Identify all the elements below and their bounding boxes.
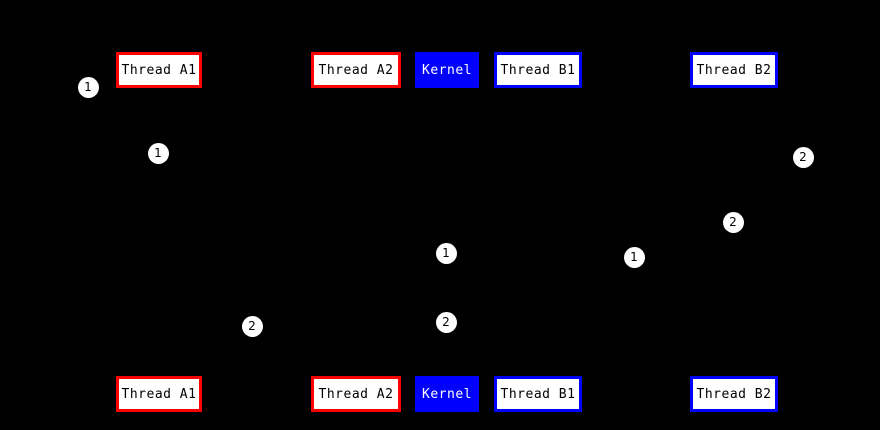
participant-label-thread-b2-top: Thread B2 bbox=[696, 62, 772, 78]
participant-label-thread-b2-bottom: Thread B2 bbox=[696, 386, 772, 402]
participant-label-kernel-top: Kernel bbox=[422, 62, 472, 78]
participant-box-thread-b1-bottom[interactable]: Thread B1 bbox=[494, 376, 582, 412]
step-marker-label: 1 bbox=[84, 80, 92, 94]
participant-box-kernel-top[interactable]: Kernel bbox=[415, 52, 479, 88]
step-marker-5[interactable]: 2 bbox=[435, 311, 457, 333]
lifeline-line-kernel bbox=[447, 88, 448, 376]
participant-label-thread-a1-bottom: Thread A1 bbox=[121, 386, 197, 402]
participant-box-thread-b2-bottom[interactable]: Thread B2 bbox=[690, 376, 778, 412]
lifeline-line-thread-b1 bbox=[538, 88, 539, 376]
step-marker-label: 1 bbox=[630, 250, 638, 264]
step-marker-3[interactable]: 2 bbox=[241, 315, 263, 337]
participant-label-thread-a2-top: Thread A2 bbox=[318, 62, 394, 78]
step-marker-7[interactable]: 2 bbox=[722, 211, 744, 233]
step-marker-label: 1 bbox=[442, 246, 450, 260]
participant-box-thread-a2-bottom[interactable]: Thread A2 bbox=[311, 376, 401, 412]
step-marker-label: 2 bbox=[248, 319, 256, 333]
step-marker-label: 2 bbox=[799, 150, 807, 164]
participant-box-thread-b1-top[interactable]: Thread B1 bbox=[494, 52, 582, 88]
participant-box-thread-b2-top[interactable]: Thread B2 bbox=[690, 52, 778, 88]
participant-box-thread-a1-bottom[interactable]: Thread A1 bbox=[116, 376, 202, 412]
step-marker-label: 2 bbox=[729, 215, 737, 229]
participant-box-thread-a1-top[interactable]: Thread A1 bbox=[116, 52, 202, 88]
lifeline-line-thread-a1 bbox=[159, 88, 160, 376]
step-marker-1[interactable]: 1 bbox=[77, 76, 99, 98]
participant-label-thread-a1-top: Thread A1 bbox=[121, 62, 197, 78]
participant-label-thread-b1-top: Thread B1 bbox=[500, 62, 576, 78]
participant-box-kernel-bottom[interactable]: Kernel bbox=[415, 376, 479, 412]
step-marker-label: 1 bbox=[154, 146, 162, 160]
participant-label-kernel-bottom: Kernel bbox=[422, 386, 472, 402]
participant-label-thread-b1-bottom: Thread B1 bbox=[500, 386, 576, 402]
step-marker-2[interactable]: 1 bbox=[147, 142, 169, 164]
step-marker-4[interactable]: 1 bbox=[435, 242, 457, 264]
step-marker-label: 2 bbox=[442, 315, 450, 329]
step-marker-8[interactable]: 2 bbox=[792, 146, 814, 168]
lifeline-line-thread-a2 bbox=[356, 88, 357, 376]
participant-box-thread-a2-top[interactable]: Thread A2 bbox=[311, 52, 401, 88]
participant-label-thread-a2-bottom: Thread A2 bbox=[318, 386, 394, 402]
step-marker-6[interactable]: 1 bbox=[623, 246, 645, 268]
